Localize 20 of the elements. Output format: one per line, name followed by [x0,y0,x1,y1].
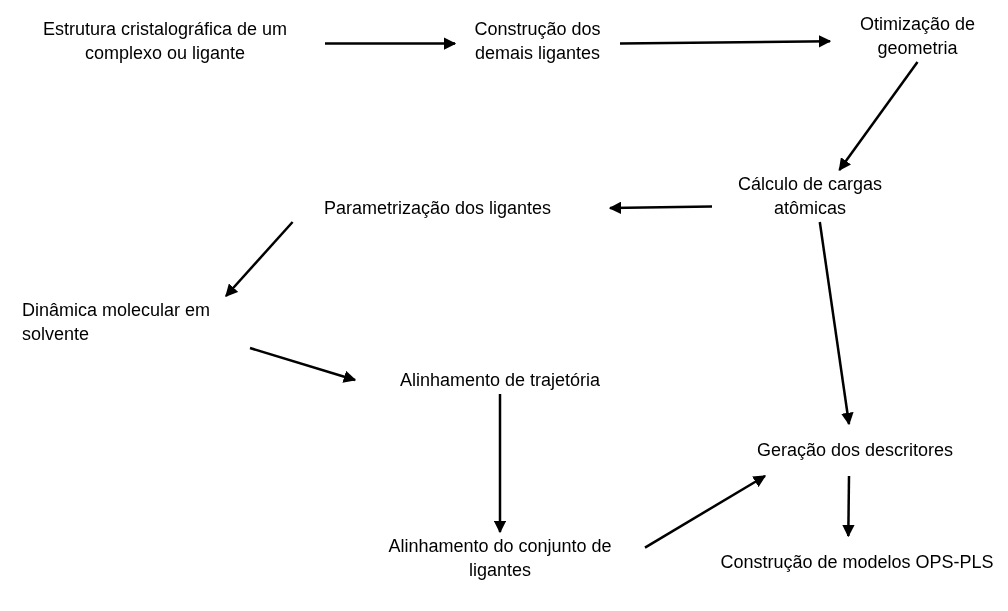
step-label: Parametrização dos ligantes [322,197,553,220]
arrow [608,201,713,215]
arrow [620,35,832,48]
step-label: Geração dos descritores [755,439,955,462]
arrow [225,221,294,297]
step-label: Estrutura cristalográfica de um complexo ou ligante [41,18,289,65]
arrow [249,346,357,383]
arrow [644,474,767,549]
arrow [325,37,457,50]
arrow [838,61,919,171]
arrow [842,476,855,538]
arrow [493,394,507,534]
step-label: Construção de modelos OPS-PLS [719,551,995,574]
step-label: Alinhamento de trajetória [398,369,602,392]
step-label: Dinâmica molecular em solvente [22,299,212,346]
step-label: Cálculo de cargas atômicas [736,173,884,220]
step-label: Otimização de geometria [858,13,977,60]
step-label: Alinhamento do conjunto de ligantes [387,535,613,582]
arrow [818,221,854,426]
step-label: Construção dos demais ligantes [473,18,602,65]
